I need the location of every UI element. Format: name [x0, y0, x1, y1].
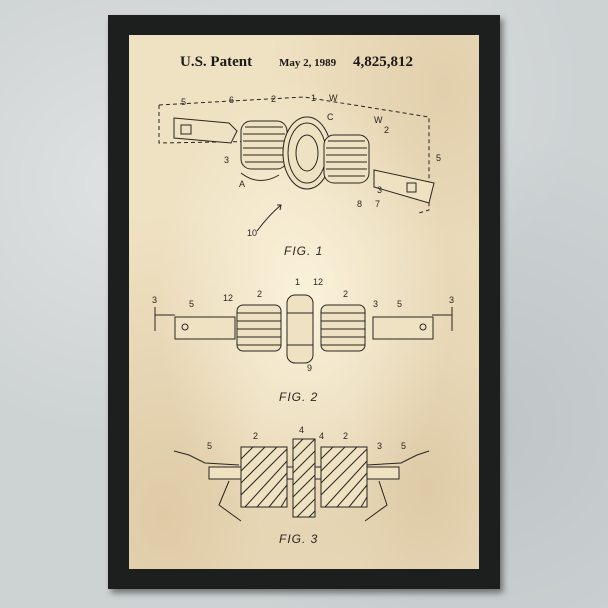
svg-text:5: 5 — [189, 299, 194, 309]
svg-text:2: 2 — [384, 125, 389, 135]
svg-text:2: 2 — [343, 289, 348, 299]
svg-text:2: 2 — [343, 431, 348, 441]
svg-text:7: 7 — [375, 199, 380, 209]
svg-text:2: 2 — [271, 94, 276, 104]
svg-text:2: 2 — [257, 289, 262, 299]
svg-text:5: 5 — [401, 441, 406, 451]
svg-text:5: 5 — [207, 441, 212, 451]
svg-text:4: 4 — [299, 425, 304, 435]
patent-drawing: 5 6 2 1 W C W 2 3 A 5 8 3 7 10 FIG. 1 — [152, 93, 454, 546]
patent-label: U.S. Patent — [180, 54, 253, 70]
figure-1-label: FIG. 1 — [284, 244, 323, 258]
svg-text:3: 3 — [224, 155, 229, 165]
svg-text:3: 3 — [373, 299, 378, 309]
svg-text:3: 3 — [377, 185, 382, 195]
svg-text:10: 10 — [247, 228, 257, 238]
patent-number: 4,825,812 — [353, 54, 413, 70]
svg-text:2: 2 — [253, 431, 258, 441]
svg-text:9: 9 — [307, 363, 312, 373]
figure-2-label: FIG. 2 — [279, 390, 318, 404]
svg-text:3: 3 — [449, 295, 454, 305]
figure-3-label: FIG. 3 — [279, 532, 318, 546]
patent-date: May 2, 1989 — [279, 57, 337, 69]
svg-text:A: A — [239, 179, 245, 189]
svg-text:12: 12 — [313, 277, 323, 287]
svg-text:W: W — [374, 115, 383, 125]
figure-1-illustration: 5 6 2 1 W C W 2 3 A 5 8 3 7 10 — [158, 93, 441, 238]
svg-text:W: W — [329, 93, 338, 103]
figure-3-illustration: 5 2 4 4 2 3 5 — [173, 425, 430, 522]
svg-text:C: C — [327, 112, 334, 122]
svg-text:12: 12 — [223, 293, 233, 303]
svg-text:5: 5 — [181, 97, 186, 107]
svg-text:1: 1 — [295, 277, 300, 287]
svg-text:5: 5 — [436, 153, 441, 163]
svg-text:4: 4 — [319, 431, 324, 441]
svg-text:3: 3 — [152, 295, 157, 305]
svg-text:8: 8 — [357, 199, 362, 209]
svg-text:5: 5 — [397, 299, 402, 309]
svg-text:6: 6 — [229, 95, 234, 105]
figure-2-illustration: 3 5 12 2 1 12 2 3 5 3 9 — [152, 277, 454, 373]
svg-text:1: 1 — [311, 93, 316, 103]
svg-text:3: 3 — [377, 441, 382, 451]
patent-print: U.S. Patent May 2, 1989 4,825,812 — [129, 35, 479, 569]
